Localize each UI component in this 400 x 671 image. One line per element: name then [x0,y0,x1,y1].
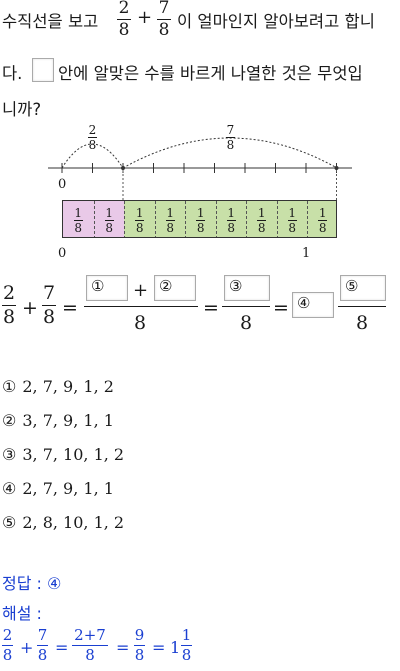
equation-equals-2: = [203,297,219,319]
option-mark: ② [2,411,17,430]
blank-4-mark: ④ [297,294,311,312]
explanation-label: 해설 : [2,604,42,623]
bar-zero-label: 0 [58,246,67,261]
option-5[interactable]: ⑤ 2, 8, 10, 1, 2 [2,513,124,532]
option-2[interactable]: ② 3, 7, 9, 1, 1 [2,411,114,430]
big-fraction-denominator: 8 [134,312,147,334]
explanation-equals-3: = [152,638,166,657]
blank-box [32,58,54,82]
explanation-mixed-whole: 1 [170,638,181,657]
number-line-diagram [48,137,352,200]
explanation-plus: + [20,638,34,657]
equation-plus: + [22,297,38,319]
option-text: 2, 8, 10, 1, 2 [22,513,125,532]
option-mark: ① [2,377,17,396]
question-line1-suffix: 이 얼마인지 알아보려고 합니 [177,12,375,31]
option-text: 3, 7, 9, 1, 1 [22,411,114,430]
equation-numerator-plus: + [133,280,149,301]
option-text: 2, 7, 9, 1, 1 [22,479,114,498]
blank-4[interactable] [292,292,334,318]
fraction-5-denominator: 8 [356,312,369,334]
option-text: 3, 7, 10, 1, 2 [22,445,125,464]
question-line3: 니까? [2,100,42,119]
blank-3-mark: ③ [229,277,243,295]
blank-1-mark: ① [91,277,105,295]
answer-label: 정답 : ④ [2,574,62,593]
option-4[interactable]: ④ 2, 7, 9, 1, 1 [2,479,114,498]
option-mark: ⑤ [2,513,17,532]
option-1[interactable]: ① 2, 7, 9, 1, 2 [2,377,114,396]
question-line2-prefix: 다. [2,64,23,83]
option-mark: ④ [2,479,17,498]
arc-seven-eighths [122,137,338,169]
equation-equals-1: = [62,297,78,319]
blank-1[interactable] [86,275,128,301]
fraction-3-bar [222,306,270,307]
big-fraction-bar [84,306,198,307]
blank-2[interactable] [154,275,196,301]
fraction-3-denominator: 8 [240,312,253,334]
question-plus-sign: + [137,7,153,28]
explanation-equals-2: = [116,638,130,657]
blank-2-mark: ② [159,277,173,295]
arrow-point-b [334,166,339,170]
number-line-zero-label: 0 [58,177,67,192]
option-3[interactable]: ③ 3, 7, 10, 1, 2 [2,445,124,464]
arc-two-eighths [61,143,124,169]
equation-equals-3: = [273,297,289,319]
option-mark: ③ [2,445,17,464]
explanation-equals-1: = [55,638,69,657]
question-line1-prefix: 수직선을 보고 [2,12,99,31]
bar-one-label: 1 [302,246,311,261]
blank-5[interactable] [340,275,386,301]
blank-5-mark: ⑤ [345,277,359,295]
fraction-5-bar [338,306,386,307]
arrow-point-a [121,166,125,170]
question-line2-suffix: 안에 알맞은 수를 바르게 나열한 것은 무엇입 [58,64,363,83]
blank-3[interactable] [224,275,270,301]
option-text: 2, 7, 9, 1, 2 [22,377,114,396]
